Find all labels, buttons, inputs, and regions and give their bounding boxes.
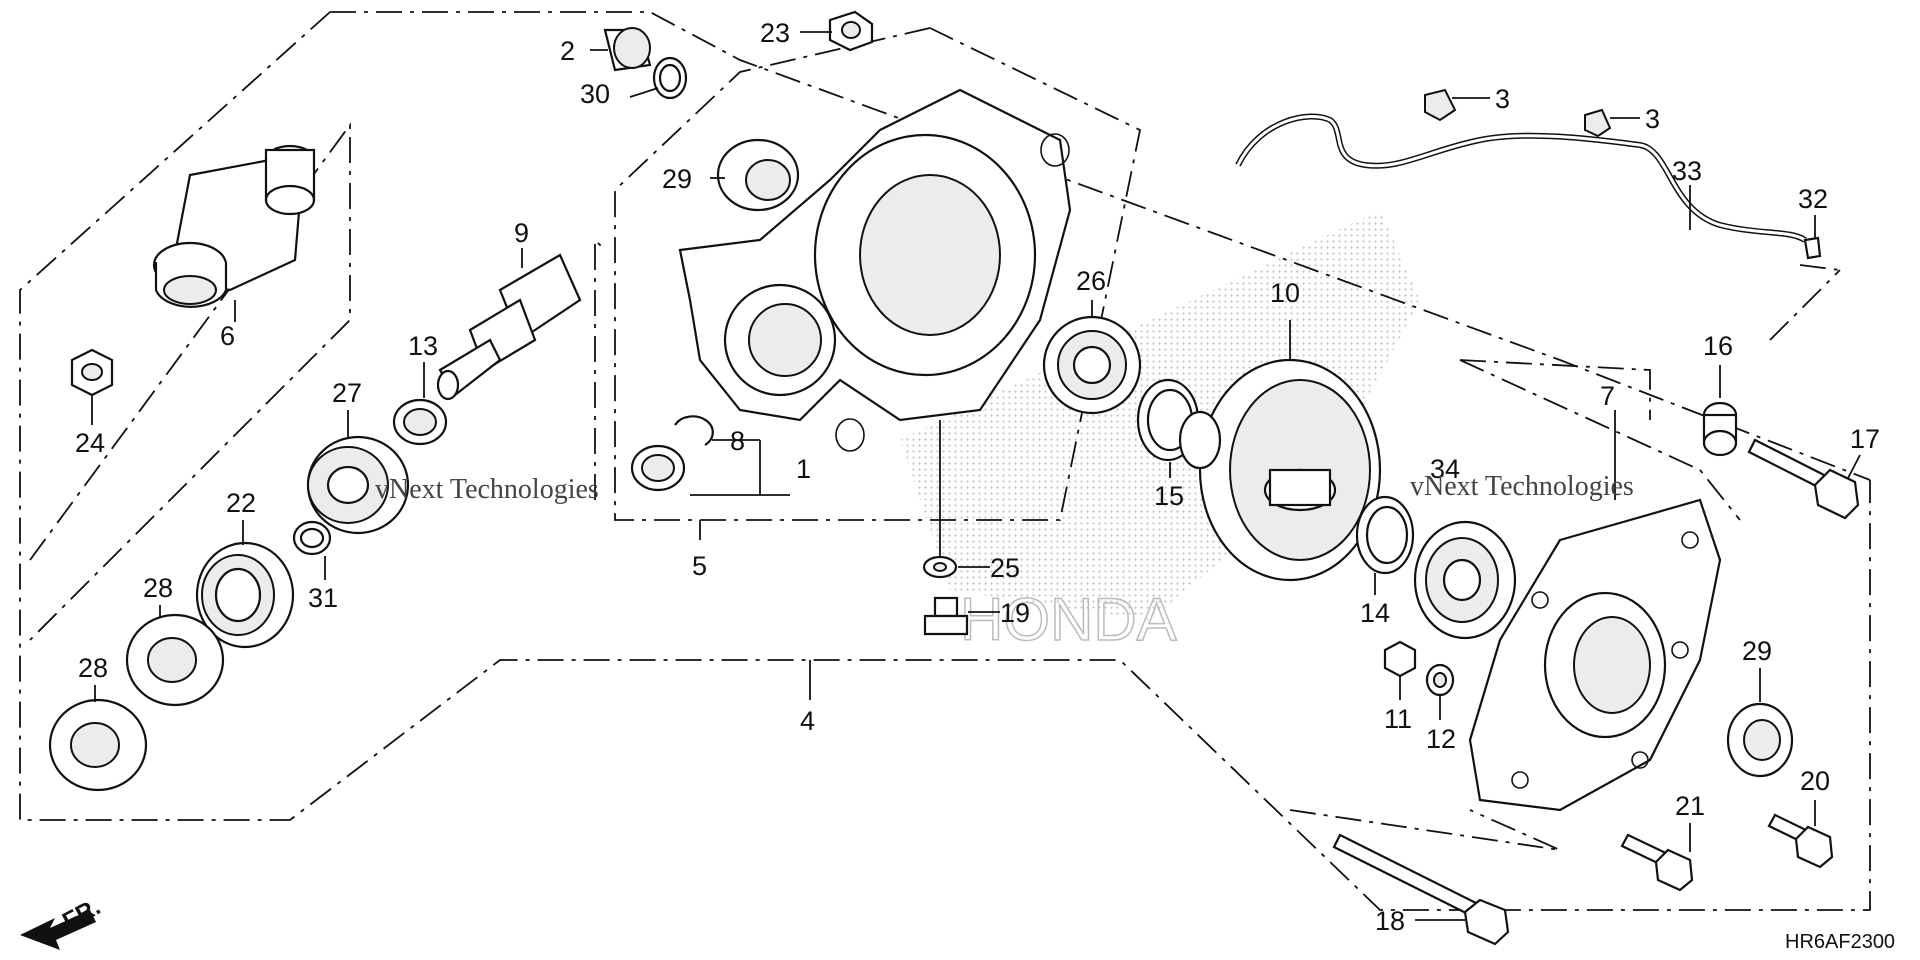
nut-part-23 (828, 10, 874, 52)
nut-part-24 (70, 348, 114, 397)
bolt-part-19 (923, 596, 969, 636)
gear-case-part-5 (678, 88, 1072, 452)
leader-lines (91, 31, 1861, 921)
callout-20: 20 (1800, 766, 1830, 796)
clip-part-3a (1424, 88, 1457, 122)
bearing-part-27 (306, 435, 410, 535)
callout-29a: 29 (662, 164, 692, 194)
callout-31: 31 (308, 583, 338, 613)
breather-tube-part-33 (1235, 113, 1807, 243)
callout-1: 1 (796, 454, 811, 484)
callout-34: 34 (1430, 454, 1460, 484)
oring-part-31 (292, 520, 332, 556)
washer-part-12 (1425, 663, 1455, 697)
bolt-part-11 (1383, 640, 1417, 678)
seal-part-13 (392, 398, 448, 446)
ring-part-22 (195, 541, 295, 649)
clip-part-32 (1803, 236, 1822, 260)
bearing-part-34 (1413, 520, 1517, 640)
assembly-outline-18 (1289, 809, 1561, 851)
bearing-part-26 (1042, 315, 1142, 415)
callout-16: 16 (1703, 331, 1733, 361)
callout-15: 15 (1154, 481, 1184, 511)
callout-7: 7 (1600, 381, 1615, 411)
callout-3a: 3 (1495, 84, 1510, 114)
callout-4: 4 (800, 706, 815, 736)
bolt-part-17 (1747, 438, 1860, 520)
seal-part-28b (48, 698, 148, 792)
seal-part-29a (716, 138, 800, 212)
assembly-outline-7 (1459, 359, 1741, 521)
callout-24: 24 (75, 428, 105, 458)
oring-part-30 (652, 56, 688, 100)
bushing-part-1 (630, 444, 686, 492)
assembly-outline-5 (614, 27, 1142, 521)
callout-32: 32 (1798, 184, 1828, 214)
callout-9: 9 (514, 218, 529, 248)
callout-3b: 3 (1645, 104, 1660, 134)
assembly-outline-32 (1769, 264, 1841, 341)
callout-14: 14 (1360, 598, 1390, 628)
callout-19: 19 (1000, 598, 1030, 628)
callout-18: 18 (1375, 906, 1405, 936)
callout-21: 21 (1675, 791, 1705, 821)
cover-part-7 (1468, 498, 1722, 812)
callout-22: 22 (226, 488, 256, 518)
callout-17: 17 (1850, 424, 1880, 454)
clip-part-3b (1584, 108, 1612, 138)
front-arrow-icon (20, 910, 96, 950)
callout-12: 12 (1426, 724, 1456, 754)
collar-part-16 (1702, 401, 1738, 457)
callout-26: 26 (1076, 266, 1106, 296)
shim-part-14 (1355, 495, 1415, 575)
callout-11: 11 (1384, 704, 1412, 734)
assembly-outline-4 (19, 11, 1871, 911)
callout-25: 25 (990, 553, 1020, 583)
pinion-part-9 (436, 253, 582, 401)
seal-part-28a (125, 613, 225, 707)
callout-33: 33 (1672, 156, 1702, 186)
bolt-part-18 (1332, 833, 1510, 946)
callout-13: 13 (408, 331, 438, 361)
callout-27: 27 (332, 378, 362, 408)
washer-part-25 (922, 555, 958, 579)
flange-part-6 (152, 144, 316, 308)
callout-labels: 2 30 23 29 6 24 9 13 27 22 28 28 31 8 1 … (75, 18, 1880, 936)
ring-gear-part-10 (1178, 358, 1382, 582)
callout-6: 6 (220, 321, 235, 351)
callout-10: 10 (1270, 278, 1300, 308)
brand-watermark-text: HONDA (960, 586, 1177, 653)
callout-30: 30 (580, 79, 610, 109)
seal-part-29b (1726, 702, 1794, 778)
callout-28b: 28 (78, 653, 108, 683)
cap-part-2 (603, 27, 652, 72)
watermark-left: vNext Technologies (375, 474, 599, 505)
watermark-right: vNext Technologies (1410, 471, 1634, 502)
callout-2: 2 (560, 36, 575, 66)
bolt-part-21 (1620, 833, 1694, 892)
callout-5: 5 (692, 551, 707, 581)
callout-29b: 29 (1742, 636, 1772, 666)
callout-23: 23 (760, 18, 790, 48)
bolt-part-20 (1767, 813, 1834, 869)
callout-28a: 28 (143, 573, 173, 603)
clip-part-8 (674, 415, 714, 446)
callout-8: 8 (730, 426, 745, 456)
diagram-code: HR6AF2300 (1785, 931, 1895, 953)
assembly-outline-1 (594, 237, 606, 500)
